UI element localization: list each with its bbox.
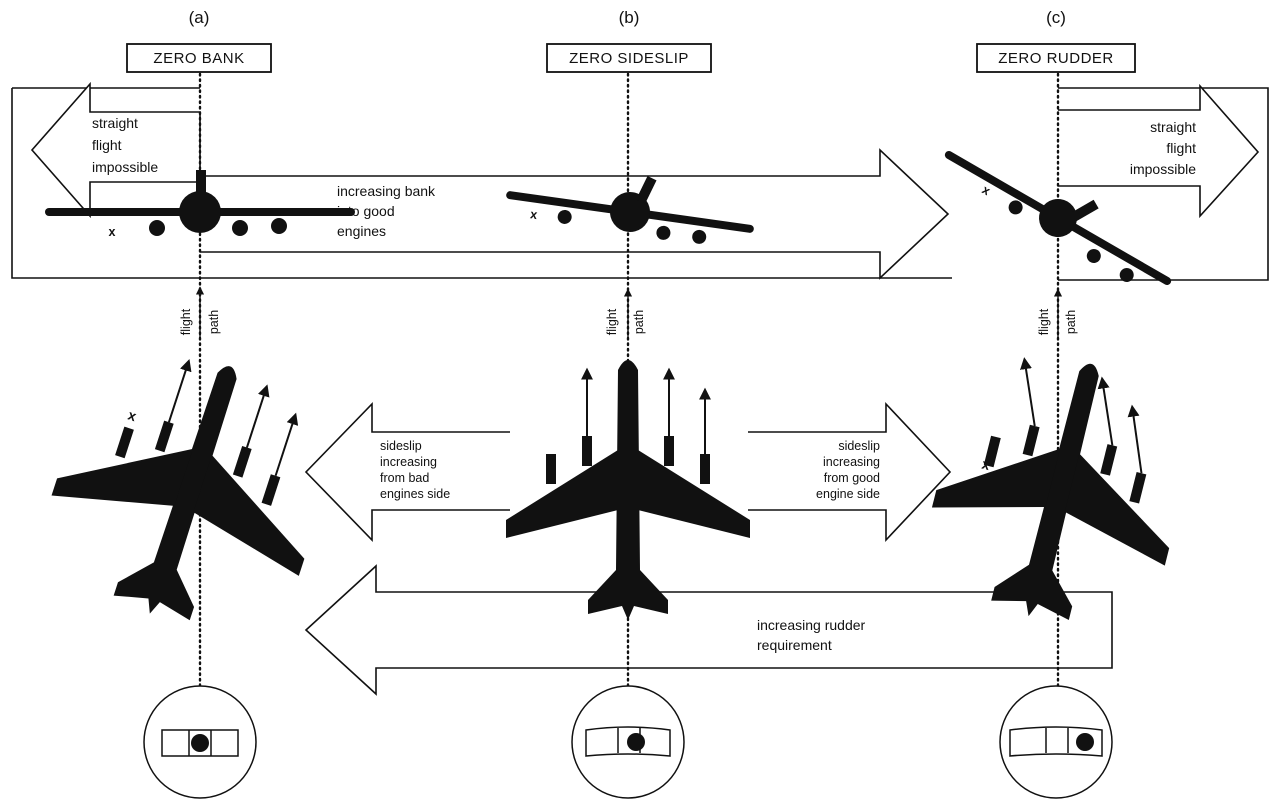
front-aircraft-a: x bbox=[45, 170, 355, 239]
slip-ball-indicator-icon bbox=[191, 734, 209, 752]
bank-band bbox=[11, 81, 1269, 281]
increasing-rudder-label: increasing rudder requirement bbox=[757, 617, 866, 653]
flight-path-label-a: flight path bbox=[179, 308, 221, 335]
svg-text:flight: flight bbox=[1037, 308, 1051, 335]
aircraft-top-view-icon bbox=[51, 366, 305, 621]
panel-c-title: ZERO RUDDER bbox=[998, 50, 1114, 67]
svg-text:x: x bbox=[126, 407, 139, 425]
svg-text:x: x bbox=[529, 207, 538, 222]
thrust-arrow-icon bbox=[1097, 376, 1114, 446]
panel-b-header: (b) ZERO SIDESLIP bbox=[546, 8, 712, 73]
slip-indicator-a bbox=[143, 685, 257, 799]
front-aircraft-c: x bbox=[944, 151, 1172, 285]
slip-indicator-b bbox=[571, 685, 685, 799]
thrust-arrow-icon bbox=[245, 384, 270, 448]
panel-a-header: (a) ZERO BANK bbox=[126, 8, 272, 73]
svg-text:sideslip: sideslip bbox=[380, 439, 422, 453]
panel-b-title-box bbox=[546, 43, 712, 73]
panel-b-letter: (b) bbox=[619, 8, 640, 27]
top-aircraft-a: x bbox=[51, 359, 305, 621]
svg-text:x: x bbox=[980, 456, 992, 473]
svg-text:increasing: increasing bbox=[380, 455, 437, 469]
thrust-arrow-icon bbox=[1020, 357, 1036, 427]
aircraft-front-view-icon bbox=[944, 151, 1172, 285]
svg-text:flight: flight bbox=[92, 137, 122, 153]
svg-text:from good: from good bbox=[824, 471, 880, 485]
svg-text:path: path bbox=[207, 310, 221, 334]
failed-engine-mark: x bbox=[109, 225, 116, 239]
svg-text:flight: flight bbox=[179, 308, 193, 335]
panel-c-header: (c) ZERO RUDDER bbox=[976, 8, 1136, 73]
straight-flight-impossible-left-arrow bbox=[30, 81, 201, 219]
svg-text:path: path bbox=[1064, 310, 1078, 334]
svg-text:path: path bbox=[632, 310, 646, 334]
panel-c-letter: (c) bbox=[1046, 8, 1066, 27]
svg-text:impossible: impossible bbox=[1130, 161, 1196, 177]
svg-text:straight: straight bbox=[1150, 119, 1196, 135]
svg-text:from bad: from bad bbox=[380, 471, 429, 485]
flight-path-label-b: flight path bbox=[605, 308, 646, 335]
bank-band-frame-left bbox=[11, 88, 952, 279]
slip-indicator-c bbox=[999, 685, 1113, 799]
svg-text:increasing: increasing bbox=[823, 455, 880, 469]
svg-text:x: x bbox=[546, 453, 554, 469]
front-aircraft-b: x bbox=[506, 176, 754, 244]
straight-flight-left-label: straight flight impossible bbox=[92, 115, 158, 175]
sideslip-good-engine-arrow bbox=[748, 401, 952, 543]
slip-ball-indicator-icon bbox=[1076, 733, 1094, 751]
top-aircraft-b: x bbox=[506, 360, 750, 620]
panel-a-title: ZERO BANK bbox=[153, 50, 244, 67]
aircraft-front-view-icon bbox=[506, 176, 754, 244]
thrust-arrow-icon bbox=[167, 359, 192, 423]
top-aircraft-c: x bbox=[931, 357, 1170, 620]
panel-a-title-box bbox=[126, 43, 272, 73]
sideslip-bad-engine-arrow bbox=[304, 402, 510, 542]
svg-text:engine side: engine side bbox=[816, 487, 880, 501]
svg-text:flight: flight bbox=[605, 308, 619, 335]
thrust-arrow-icon bbox=[1127, 404, 1143, 474]
sideslip-bad-label: sideslip increasing from bad engines sid… bbox=[380, 439, 450, 501]
flight-path-label-c: flight path bbox=[1037, 308, 1078, 335]
increasing-bank-arrow bbox=[200, 148, 950, 280]
svg-text:x: x bbox=[980, 183, 993, 199]
svg-text:impossible: impossible bbox=[92, 159, 158, 175]
aircraft-top-view-icon bbox=[931, 363, 1170, 620]
sideslip-good-label: sideslip increasing from good engine sid… bbox=[816, 439, 880, 501]
svg-text:engines: engines bbox=[337, 223, 386, 239]
increasing-rudder-arrow bbox=[304, 564, 1113, 696]
svg-text:requirement: requirement bbox=[757, 637, 832, 653]
svg-text:flight: flight bbox=[1166, 140, 1196, 156]
svg-text:increasing rudder: increasing rudder bbox=[757, 617, 866, 633]
svg-text:sideslip: sideslip bbox=[838, 439, 880, 453]
slip-ball-indicator-icon bbox=[627, 733, 645, 751]
svg-text:engines side: engines side bbox=[380, 487, 450, 501]
straight-flight-impossible-right-arrow bbox=[1058, 83, 1260, 219]
aircraft-front-view-icon bbox=[45, 170, 355, 236]
straight-flight-right-label: straight flight impossible bbox=[1130, 119, 1196, 177]
thrust-arrow-icon bbox=[274, 412, 299, 477]
svg-text:straight: straight bbox=[92, 115, 138, 131]
panel-b-title: ZERO SIDESLIP bbox=[569, 50, 689, 67]
panel-a-letter: (a) bbox=[189, 8, 210, 27]
panel-c-title-box bbox=[976, 43, 1136, 73]
aircraft-top-view-icon bbox=[506, 360, 750, 620]
svg-text:increasing bank: increasing bank bbox=[337, 183, 436, 199]
